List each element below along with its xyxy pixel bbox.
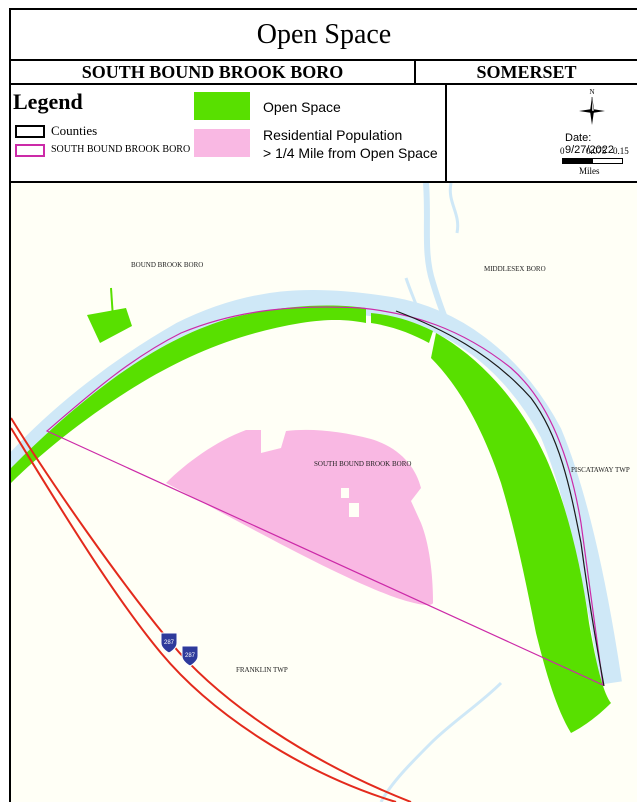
map-date: Date: 9/27/2022 [565, 132, 614, 156]
residential-swatch [194, 129, 250, 157]
residential-area [166, 429, 433, 606]
residential-label-line1: Residential Population [263, 127, 403, 143]
place-south-bound-brook: SOUTH BOUND BROOK BORO [314, 460, 412, 468]
legend-title: Legend [13, 89, 83, 114]
scale-unit: Miles [579, 166, 600, 176]
counties-label: Counties [51, 123, 98, 138]
shield-number-1: 287 [164, 640, 175, 646]
place-middlesex: MIDDLESEX BORO [484, 265, 546, 273]
open-space-label: Open Space [263, 99, 341, 115]
map-frame [9, 8, 637, 802]
scale-label-1: 0.075 [586, 146, 607, 156]
open-space-parcel [87, 308, 132, 343]
place-piscataway: PISCATAWAY TWP [571, 466, 630, 474]
interstate-shield-icon-2: 287 [181, 645, 199, 667]
scale-label-0: 0 [560, 146, 565, 156]
north-arrow-icon: N [579, 88, 605, 125]
residential-gap-2 [341, 488, 349, 498]
residential-label-line2: > 1/4 Mile from Open Space [263, 145, 438, 161]
river [11, 289, 622, 685]
interstate-shield-icon: 287 [160, 632, 178, 654]
open-space-segment [371, 313, 433, 343]
counties-swatch [15, 125, 45, 138]
header-row: SOUTH BOUND BROOK BORO SOMERSET [9, 61, 637, 85]
map-svg: 287 287 [11, 183, 637, 802]
boro-boundary [45, 306, 604, 686]
county-name: SOMERSET [476, 61, 577, 82]
north-label: N [589, 88, 594, 96]
place-franklin: FRANKLIN TWP [236, 666, 288, 674]
map-title: Open Space [9, 8, 637, 61]
open-space-swatch [194, 92, 250, 120]
scale-bar [562, 158, 623, 164]
shield-number-2: 287 [185, 653, 196, 659]
county-boundary [395, 310, 605, 687]
municipality-name: SOUTH BOUND BROOK BORO [11, 61, 416, 83]
open-space-east-bank [431, 333, 611, 733]
residential-gap [349, 503, 359, 517]
scale-label-2: 0.15 [613, 146, 629, 156]
highway-287-lane-b [11, 427, 397, 802]
boro-label: SOUTH BOUND BROOK BORO [51, 144, 191, 155]
boro-swatch [15, 144, 45, 157]
place-bound-brook: BOUND BROOK BORO [131, 261, 204, 269]
legend: Legend Counties SOUTH BOUND BROOK BORO O… [9, 85, 447, 183]
open-space-north-bank [11, 305, 366, 483]
tributary-stream-4 [379, 681, 503, 802]
tributary-stream-2 [448, 183, 460, 234]
map-canvas[interactable]: 287 287 BOUND BROOK BORO MIDDLESEX BORO … [11, 183, 637, 802]
map-info: N Date: 9/27/2022 0 0.075 0.15 Miles [447, 85, 637, 183]
